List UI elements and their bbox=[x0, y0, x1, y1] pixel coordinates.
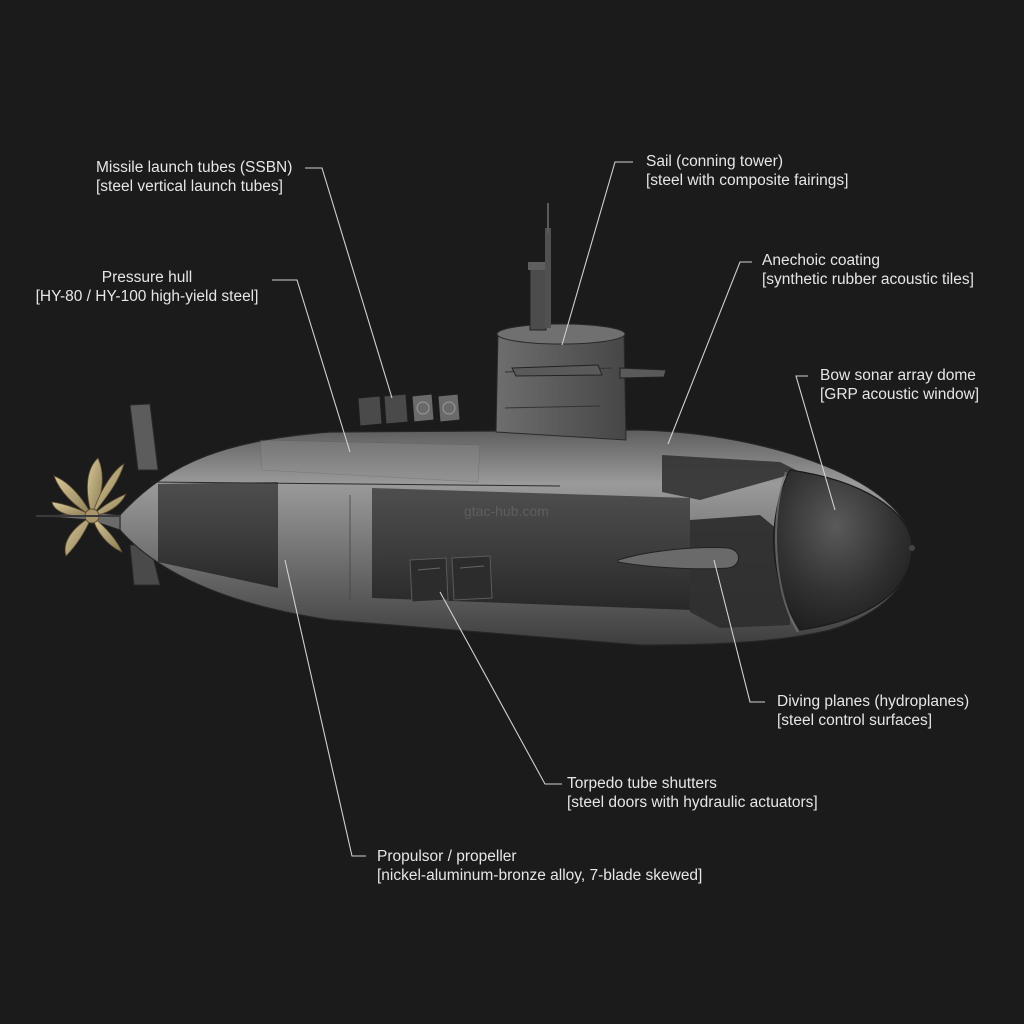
deck-panel bbox=[259, 439, 481, 483]
leader-bow-sonar bbox=[795, 375, 836, 511]
callout-title: Torpedo tube shutters bbox=[567, 775, 717, 792]
missile-tube-hatches bbox=[357, 393, 461, 427]
torpedo-tube-shutters bbox=[409, 555, 493, 603]
callout-torpedo-tube-shutters: Torpedo tube shutters [steel doors with … bbox=[567, 774, 818, 812]
callout-title: Anechoic coating bbox=[762, 252, 881, 269]
watermark: gtac-hub.com bbox=[464, 503, 549, 519]
callout-material: [synthetic rubber acoustic tiles] bbox=[762, 271, 974, 288]
callout-title: Diving planes (hydroplanes) bbox=[777, 693, 970, 710]
callout-sail: Sail (conning tower) [steel with composi… bbox=[646, 152, 848, 190]
leader-lines bbox=[272, 161, 836, 857]
callout-material: [steel vertical launch tubes] bbox=[96, 178, 283, 195]
anechoic-tile-panels bbox=[158, 455, 800, 628]
leader-sail bbox=[561, 161, 633, 346]
bow-diving-plane bbox=[617, 547, 739, 570]
callout-material: [steel doors with hydraulic actuators] bbox=[567, 794, 818, 811]
callout-title: Bow sonar array dome bbox=[820, 367, 976, 384]
callout-title: Sail (conning tower) bbox=[646, 153, 783, 170]
sail-conning-tower bbox=[495, 203, 667, 441]
callout-material: [steel control surfaces] bbox=[777, 712, 933, 729]
leader-propulsor bbox=[284, 559, 366, 857]
leader-torpedo-shutters bbox=[439, 591, 562, 785]
callout-material: [GRP acoustic window] bbox=[820, 386, 980, 403]
callout-diving-planes: Diving planes (hydroplanes) [steel contr… bbox=[777, 692, 969, 730]
leader-missile-tubes bbox=[305, 167, 393, 399]
callout-material: [nickel-aluminum-bronze alloy, 7-blade s… bbox=[377, 867, 703, 884]
callout-pressure-hull: Pressure hull [HY-80 / HY-100 high-yield… bbox=[30, 268, 264, 306]
callout-missile-launch-tubes: Missile launch tubes (SSBN) [steel verti… bbox=[96, 158, 292, 196]
callout-title: Propulsor / propeller bbox=[377, 848, 517, 865]
callout-bow-sonar-dome: Bow sonar array dome [GRP acoustic windo… bbox=[820, 366, 979, 404]
leader-pressure-hull bbox=[272, 279, 351, 453]
callout-propulsor: Propulsor / propeller [nickel-aluminum-b… bbox=[377, 847, 702, 885]
leader-anechoic-coating bbox=[667, 261, 752, 445]
propeller bbox=[51, 457, 127, 557]
callout-material: [HY-80 / HY-100 high-yield steel] bbox=[35, 288, 259, 305]
callout-anechoic-coating: Anechoic coating [synthetic rubber acous… bbox=[762, 251, 974, 289]
callout-material: [steel with composite fairings] bbox=[646, 172, 849, 189]
callout-title: Pressure hull bbox=[101, 269, 193, 286]
callout-title: Missile launch tubes (SSBN) bbox=[96, 159, 293, 176]
leader-diving-planes bbox=[713, 559, 765, 703]
bow-sonar-dome bbox=[773, 469, 913, 631]
